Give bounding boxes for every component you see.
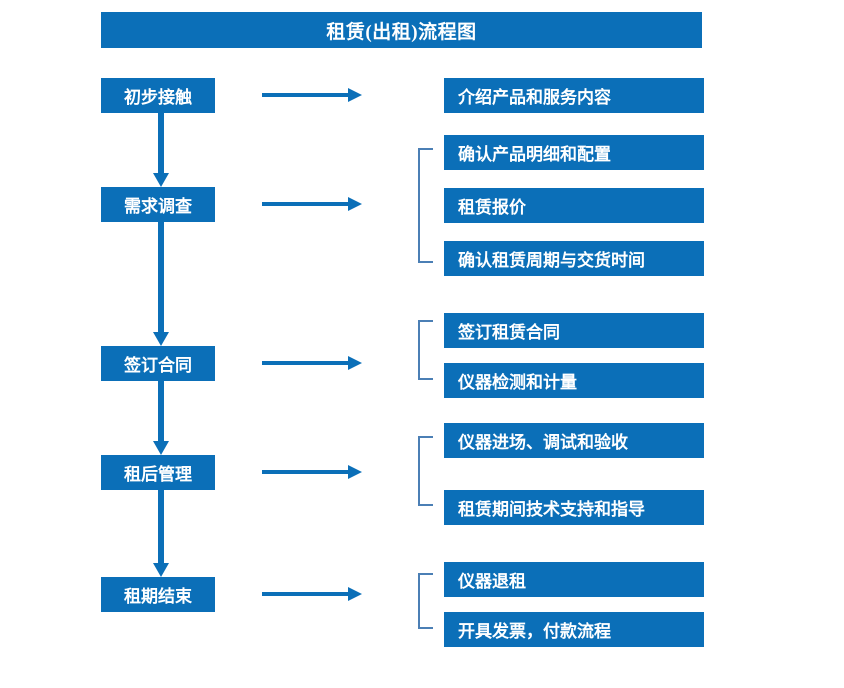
detail-box-g4-1[interactable]: 仪器进场、调试和验收 bbox=[444, 423, 704, 458]
stage-box-1[interactable]: 初步接触 bbox=[101, 78, 215, 113]
detail-box-g5-2[interactable]: 开具发票，付款流程 bbox=[444, 612, 704, 647]
group-bracket-4 bbox=[418, 436, 433, 506]
right-arrow-icon-1 bbox=[262, 88, 362, 102]
down-arrow-icon-1 bbox=[153, 113, 169, 187]
right-arrow-icon-3 bbox=[262, 356, 362, 370]
detail-box-g2-1[interactable]: 确认产品明细和配置 bbox=[444, 135, 704, 170]
stage-box-5[interactable]: 租期结束 bbox=[101, 577, 215, 612]
stage-box-4[interactable]: 租后管理 bbox=[101, 455, 215, 490]
group-bracket-2 bbox=[418, 148, 433, 263]
group-bracket-5 bbox=[418, 573, 433, 629]
down-arrow-icon-3 bbox=[153, 381, 169, 455]
detail-box-g4-2[interactable]: 租赁期间技术支持和指导 bbox=[444, 490, 704, 525]
detail-box-g3-1[interactable]: 签订租赁合同 bbox=[444, 313, 704, 348]
detail-box-g1-1[interactable]: 介绍产品和服务内容 bbox=[444, 78, 704, 113]
group-bracket-3 bbox=[418, 320, 433, 380]
down-arrow-icon-4 bbox=[153, 490, 169, 577]
right-arrow-icon-2 bbox=[262, 197, 362, 211]
stage-box-3[interactable]: 签订合同 bbox=[101, 346, 215, 381]
detail-box-g2-3[interactable]: 确认租赁周期与交货时间 bbox=[444, 241, 704, 276]
right-arrow-icon-5 bbox=[262, 587, 362, 601]
detail-box-g2-2[interactable]: 租赁报价 bbox=[444, 188, 704, 223]
detail-box-g5-1[interactable]: 仪器退租 bbox=[444, 562, 704, 597]
stage-box-2[interactable]: 需求调查 bbox=[101, 187, 215, 222]
detail-box-g3-2[interactable]: 仪器检测和计量 bbox=[444, 363, 704, 398]
page-title: 租赁(出租)流程图 bbox=[101, 12, 702, 48]
right-arrow-icon-4 bbox=[262, 465, 362, 479]
down-arrow-icon-2 bbox=[153, 222, 169, 346]
